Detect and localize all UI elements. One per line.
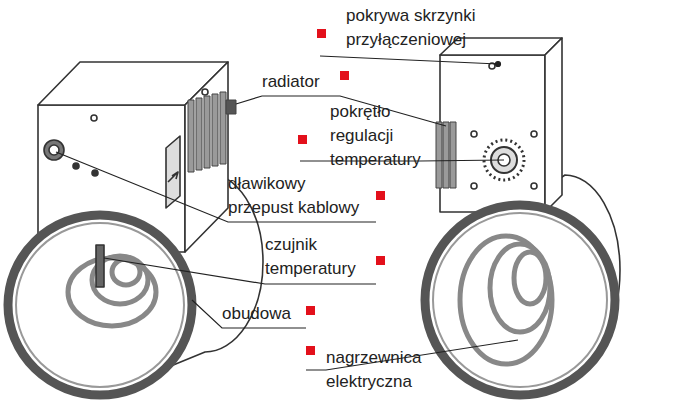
red-marker	[306, 306, 315, 315]
leader-lines	[56, 56, 518, 370]
red-marker	[317, 29, 326, 38]
screw	[531, 183, 537, 189]
duct-ring	[425, 205, 615, 395]
box-side	[185, 62, 228, 252]
screw	[202, 89, 208, 95]
part-label: radiator	[262, 70, 352, 94]
duct-ring	[8, 215, 192, 395]
part-label: pokrywa skrzynki przyłączeniowej	[346, 4, 486, 52]
window-arrow	[168, 172, 178, 182]
box-side	[545, 38, 562, 212]
cable-gland	[44, 140, 64, 160]
red-marker	[376, 191, 385, 200]
duct-ring-inner	[433, 213, 607, 387]
leader-line	[56, 152, 376, 222]
leader-dot	[496, 62, 501, 67]
part-label: nagrzewnica elektryczna	[326, 346, 441, 394]
screw	[91, 115, 97, 121]
red-marker	[298, 135, 307, 144]
part-label: czujnik temperatury	[265, 233, 370, 281]
red-marker	[340, 71, 349, 80]
dot	[92, 170, 98, 176]
leader-line	[320, 56, 498, 64]
screw	[471, 131, 477, 137]
cable-gland-core	[49, 145, 59, 155]
duct-ring-inner	[16, 223, 184, 387]
radiator-fins	[188, 92, 236, 172]
temperature-sensor	[96, 245, 104, 287]
screw	[531, 131, 537, 137]
heating-coil	[68, 256, 156, 326]
red-marker	[376, 256, 385, 265]
red-marker	[306, 346, 315, 355]
part-label: dławikowy przepust kablowy	[228, 172, 363, 220]
dot	[73, 163, 79, 169]
part-label: obudowa	[222, 302, 312, 326]
box-front	[440, 55, 545, 212]
heating-coil	[460, 236, 552, 364]
part-label: pokrętło regulacji temperatury	[330, 100, 430, 172]
radiator-fins	[436, 122, 456, 188]
screw	[471, 183, 477, 189]
